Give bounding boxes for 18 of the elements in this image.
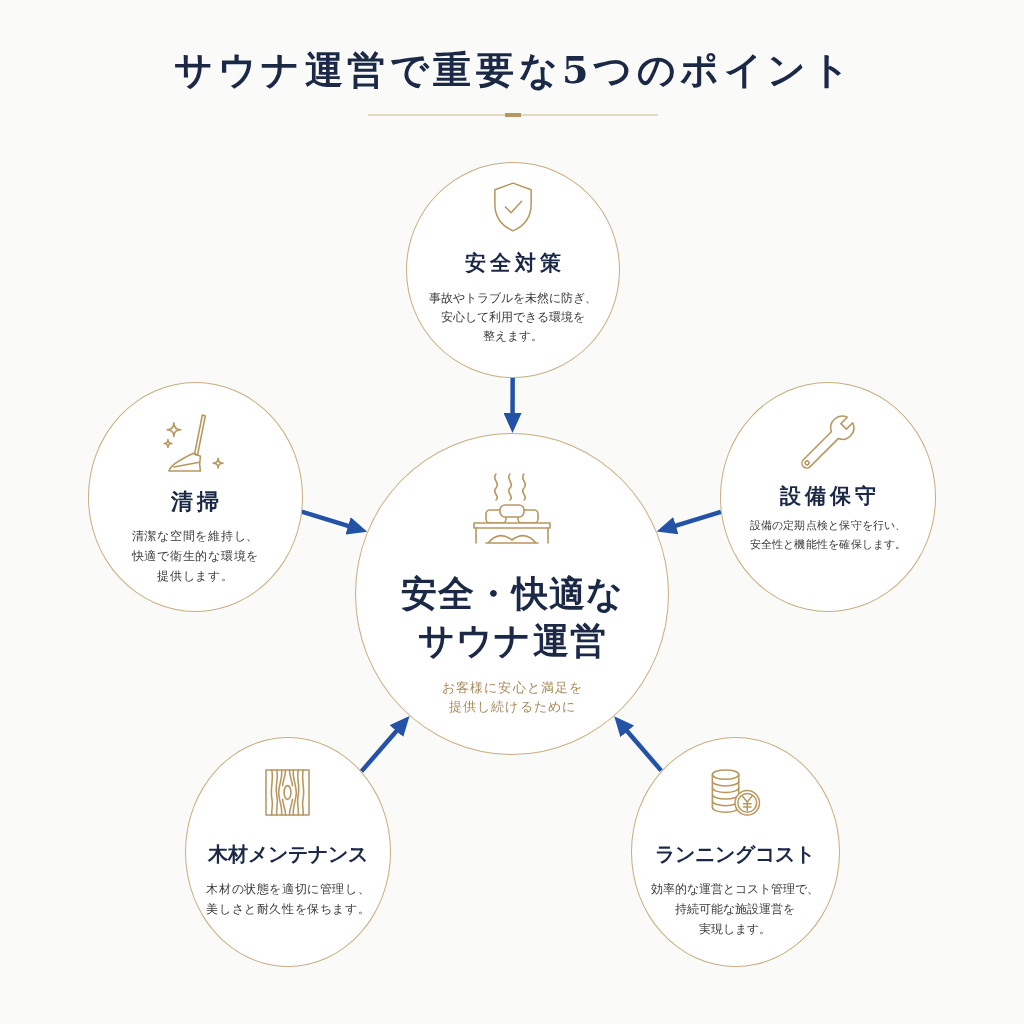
point-heading: 安全対策 bbox=[464, 249, 565, 277]
point-heading: 清掃 bbox=[169, 487, 224, 515]
arrow bbox=[503, 378, 522, 433]
title: サウナ運営で重要な5つのポイント bbox=[173, 46, 855, 94]
point-description: 効率的な運営とコスト管理で、持続可能な施設運営を実現します。 bbox=[650, 881, 820, 938]
point-description: 事故やトラブルを未然に防ぎ、安心して利用できる環境を整えます。 bbox=[428, 290, 598, 345]
point-description: 清潔な空間を維持し、快適で衛生的な環境を提供します。 bbox=[130, 528, 260, 585]
point-heading: 設備保守 bbox=[779, 482, 880, 510]
point-heading: 木材メンテナンス bbox=[208, 841, 368, 868]
arrow bbox=[300, 509, 368, 535]
arrow bbox=[359, 714, 412, 773]
hub-subtitle: お客様に安心と満足を提供し続けるために bbox=[441, 679, 584, 716]
point-description: 設備の定期点検と保守を行い、安全性と機能性を確保します。 bbox=[748, 518, 908, 553]
point-description: 木材の状態を適切に管理し、美しさと耐久性を保ちます。 bbox=[205, 881, 372, 918]
arrow bbox=[612, 714, 663, 773]
hub-heading: 安全・快適なサウナ運営 bbox=[399, 571, 626, 663]
arrow bbox=[656, 509, 722, 535]
point-heading: ランニングコスト bbox=[655, 841, 815, 868]
